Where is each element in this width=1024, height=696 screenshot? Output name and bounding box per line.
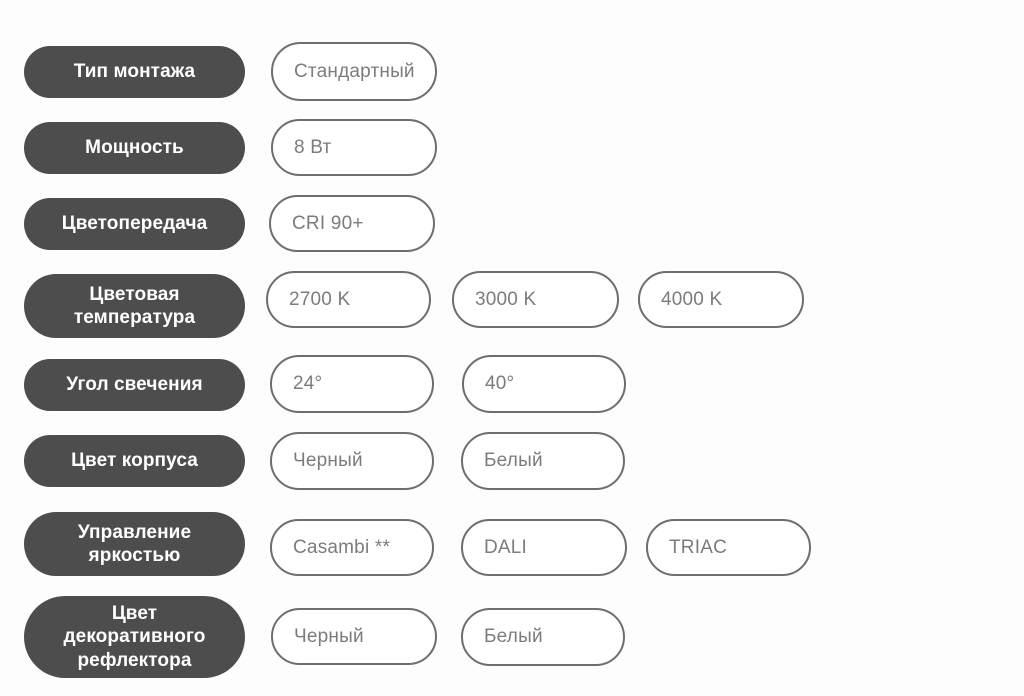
spec-option-color-temperature-3000k[interactable]: 3000 K (452, 271, 619, 328)
spec-option-dimming-triac[interactable]: TRIAC (646, 519, 811, 576)
spec-option-color-temperature-4000k[interactable]: 4000 K (638, 271, 804, 328)
spec-option-beam-angle-40[interactable]: 40° (462, 355, 626, 413)
spec-option-power-8w[interactable]: 8 Вт (271, 119, 437, 176)
spec-label-montage-type: Тип монтажа (24, 46, 245, 98)
spec-label-reflector-color: Цвет декоративного рефлектора (24, 596, 245, 678)
spec-label-housing-color: Цвет корпуса (24, 435, 245, 487)
spec-label-color-temperature: Цветовая температура (24, 274, 245, 338)
spec-option-reflector-color-black[interactable]: Черный (271, 608, 437, 665)
spec-option-reflector-color-white[interactable]: Белый (461, 608, 625, 666)
spec-label-beam-angle: Угол свечения (24, 359, 245, 411)
spec-option-dimming-casambi[interactable]: Casambi ** (270, 519, 434, 576)
spec-option-color-temperature-2700k[interactable]: 2700 K (266, 271, 431, 328)
spec-label-dimming-control: Управление яркостью (24, 512, 245, 576)
spec-label-power: Мощность (24, 122, 245, 174)
spec-option-housing-color-white[interactable]: Белый (461, 432, 625, 490)
spec-option-housing-color-black[interactable]: Черный (270, 432, 434, 490)
spec-option-beam-angle-24[interactable]: 24° (270, 355, 434, 413)
spec-option-montage-type-standard[interactable]: Стандартный (271, 42, 437, 101)
spec-option-color-rendering-cri90[interactable]: CRI 90+ (269, 195, 435, 252)
spec-label-color-rendering: Цветопередача (24, 198, 245, 250)
spec-option-dimming-dali[interactable]: DALI (461, 519, 627, 576)
